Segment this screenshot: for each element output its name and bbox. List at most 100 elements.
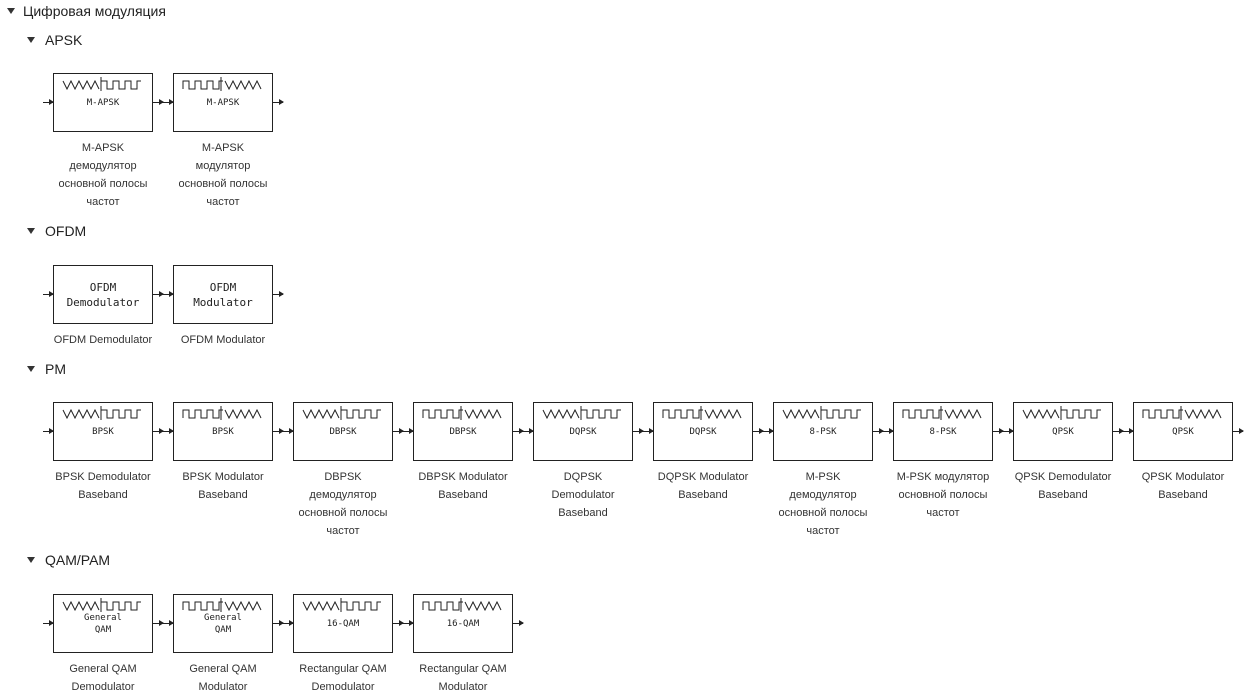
section-label: APSK bbox=[45, 32, 83, 48]
section-label: OFDM bbox=[45, 223, 87, 239]
section-header-qam-pam[interactable]: QAM/PAM bbox=[27, 552, 110, 568]
block-inner-label: M-APSK bbox=[86, 97, 120, 108]
block-inner-label: 8-PSK bbox=[809, 426, 837, 437]
output-port-arrow bbox=[1112, 428, 1124, 434]
block-symbol[interactable]: QPSK bbox=[1003, 402, 1124, 462]
block-symbol[interactable]: BPSK bbox=[43, 402, 164, 462]
block-symbol[interactable]: General QAM bbox=[163, 594, 284, 654]
waveform-icon bbox=[62, 598, 141, 612]
block-inner-label: M-APSK bbox=[206, 97, 240, 108]
block-caption: BPSK Demodulator Baseband bbox=[55, 471, 151, 501]
block-symbol[interactable]: General QAM bbox=[43, 594, 164, 654]
waveform-icon bbox=[782, 406, 861, 420]
block-inner-label: DBPSK bbox=[329, 426, 357, 437]
block-inner-label: DBPSK bbox=[449, 426, 477, 437]
input-port-arrow bbox=[883, 428, 894, 434]
block-inner-label: DQPSK bbox=[689, 426, 717, 437]
output-port-arrow bbox=[152, 99, 164, 105]
waveform-icon bbox=[182, 77, 262, 91]
block-symbol[interactable]: OFDM Demodulator bbox=[43, 265, 164, 325]
block-symbol[interactable]: OFDM Modulator bbox=[163, 265, 284, 325]
output-port-arrow bbox=[272, 620, 284, 626]
input-port-arrow bbox=[523, 428, 534, 434]
block-inner-label: General QAM bbox=[204, 612, 242, 635]
block-inner-label: OFDM Demodulator bbox=[66, 280, 140, 309]
block-symbol[interactable]: 8-PSK bbox=[883, 402, 1004, 462]
waveform-icon bbox=[62, 406, 141, 420]
block-symbol[interactable]: BPSK bbox=[163, 402, 284, 462]
output-port-arrow bbox=[752, 428, 764, 434]
block-caption: OFDM Modulator bbox=[180, 334, 266, 346]
section-header-apsk[interactable]: APSK bbox=[27, 32, 82, 48]
caret-down-icon bbox=[27, 228, 35, 234]
input-port-arrow bbox=[643, 428, 654, 434]
block-symbol[interactable]: 8-PSK bbox=[763, 402, 884, 462]
input-port-arrow bbox=[163, 99, 174, 105]
tree-root-label: Цифровая модуляция bbox=[23, 3, 166, 19]
block-caption: Rectangular QAM Modulator bbox=[419, 663, 507, 693]
block-frame bbox=[173, 265, 273, 324]
block-symbol[interactable]: DQPSK bbox=[523, 402, 644, 462]
block-caption: M-APSK модулятор основной полосы частот bbox=[178, 142, 268, 208]
input-port-arrow bbox=[283, 620, 294, 626]
output-port-arrow bbox=[272, 99, 284, 105]
block-caption: M-APSK демодулятор основной полосы часто… bbox=[58, 142, 148, 208]
output-port-arrow bbox=[512, 620, 524, 626]
caret-down-icon bbox=[7, 8, 15, 14]
block-inner-label: BPSK bbox=[92, 426, 114, 437]
waveform-icon bbox=[182, 406, 262, 420]
block-symbol[interactable]: M-APSK bbox=[163, 73, 284, 133]
section-header-ofdm[interactable]: OFDM bbox=[27, 223, 86, 239]
input-port-arrow bbox=[43, 428, 54, 434]
section-label: QAM/PAM bbox=[45, 552, 111, 568]
waveform-icon bbox=[1142, 406, 1222, 420]
input-port-arrow bbox=[163, 291, 174, 297]
block-caption: M-PSK модулятор основной полосы частот bbox=[896, 471, 990, 519]
block-inner-label: OFDM Modulator bbox=[193, 280, 253, 309]
output-port-arrow bbox=[272, 428, 284, 434]
waveform-icon bbox=[902, 406, 982, 420]
block-inner-label: QPSK bbox=[1172, 426, 1194, 437]
block-caption: QPSK Demodulator Baseband bbox=[1014, 471, 1112, 501]
input-port-arrow bbox=[403, 620, 414, 626]
waveform-icon bbox=[542, 406, 621, 420]
input-port-arrow bbox=[163, 428, 174, 434]
input-port-arrow bbox=[1123, 428, 1134, 434]
block-inner-label: General QAM bbox=[84, 612, 122, 635]
block-symbol[interactable]: DBPSK bbox=[403, 402, 524, 462]
input-port-arrow bbox=[763, 428, 774, 434]
block-symbol[interactable]: QPSK bbox=[1123, 402, 1244, 462]
waveform-icon bbox=[1022, 406, 1101, 420]
block-inner-label: QPSK bbox=[1052, 426, 1074, 437]
section-label: PM bbox=[45, 361, 66, 377]
block-frame bbox=[773, 402, 873, 461]
block-symbol[interactable]: DBPSK bbox=[283, 402, 404, 462]
block-symbol[interactable]: 16-QAM bbox=[283, 594, 404, 654]
block-symbol[interactable]: 16-QAM bbox=[403, 594, 524, 654]
block-caption: BPSK Modulator Baseband bbox=[182, 471, 264, 501]
block-inner-label: 16-QAM bbox=[446, 618, 480, 629]
block-caption: DQPSK Demodulator Baseband bbox=[551, 471, 615, 519]
output-port-arrow bbox=[872, 428, 884, 434]
input-port-arrow bbox=[403, 428, 414, 434]
waveform-icon bbox=[662, 406, 742, 420]
block-symbol[interactable]: M-APSK bbox=[43, 73, 164, 133]
output-port-arrow bbox=[632, 428, 644, 434]
waveform-icon bbox=[422, 406, 502, 420]
output-port-arrow bbox=[152, 428, 164, 434]
block-caption: QPSK Modulator Baseband bbox=[1141, 471, 1225, 501]
input-port-arrow bbox=[43, 99, 54, 105]
block-caption: DBPSK демодулятор основной полосы частот bbox=[298, 471, 388, 537]
output-port-arrow bbox=[992, 428, 1004, 434]
block-inner-label: 8-PSK bbox=[929, 426, 957, 437]
input-port-arrow bbox=[43, 291, 54, 297]
waveform-icon bbox=[182, 598, 262, 612]
block-caption: OFDM Demodulator bbox=[53, 334, 153, 346]
section-header-pm[interactable]: PM bbox=[27, 361, 66, 377]
output-port-arrow bbox=[272, 291, 284, 297]
caret-down-icon bbox=[27, 557, 35, 563]
input-port-arrow bbox=[43, 620, 54, 626]
tree-root-digital-modulation[interactable]: Цифровая модуляция bbox=[7, 3, 166, 19]
block-caption: DQPSK Modulator Baseband bbox=[657, 471, 749, 501]
block-symbol[interactable]: DQPSK bbox=[643, 402, 764, 462]
